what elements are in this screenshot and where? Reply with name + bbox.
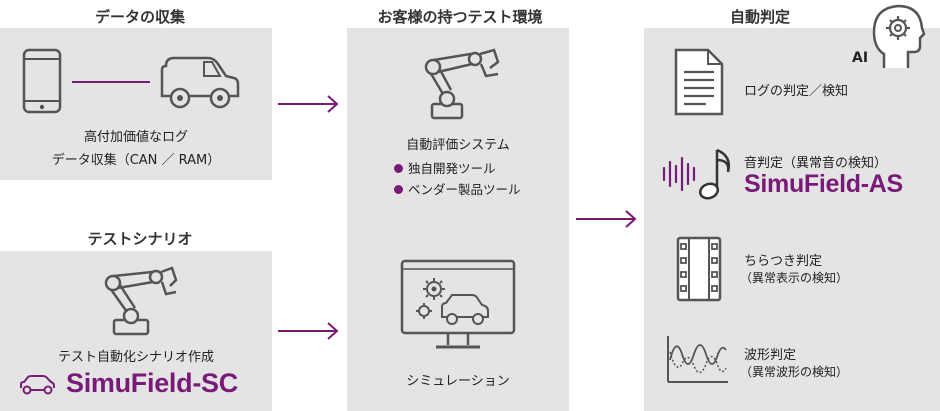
ai-label: AI (852, 50, 869, 66)
auto-judgment-title: 自動判定 (729, 8, 790, 26)
arrow-env-to-judgment (576, 210, 637, 228)
industrial-robot-icon (424, 48, 500, 120)
judgment-sound-label: 音判定（異常音の検知） (744, 156, 888, 171)
test-scenario-title: テストシナリオ (87, 230, 193, 248)
data-collection-title: データの収集 (94, 8, 185, 26)
judgment-flicker-label: ちらつき判定 (744, 254, 823, 269)
document-icon (674, 48, 724, 116)
bullet-in-house-tool: 独自開発ツール (394, 158, 496, 177)
customer-env-title: お客様の持つテスト環境 (377, 8, 543, 26)
bullet-text: ベンダー製品ツール (408, 182, 521, 197)
car-outline-icon (20, 375, 55, 395)
judgment-flicker-sub: （異常表示の検知） (740, 271, 849, 285)
sound-wave-icon (662, 156, 696, 192)
music-note-icon (698, 148, 731, 200)
judgment-waveform-sub: （異常波形の検知） (740, 365, 849, 379)
simufield-sc-suffix: -SC (192, 368, 238, 398)
test-scenario-text: テスト自動化シナリオ作成 (57, 350, 214, 365)
data-collection-text-2: データ収集（CAN ／ RAM） (51, 153, 221, 168)
bullet-dot (394, 185, 403, 194)
test-scenario-panel (0, 251, 272, 411)
monitor-simulation-icon (400, 259, 516, 349)
bullet-text: 独自開発ツール (408, 161, 496, 176)
arrow-scenario-to-env (278, 322, 339, 340)
judgment-waveform-label: 波形判定 (744, 348, 797, 363)
simufield-sc-logo: SimuField-SC (66, 368, 238, 399)
system-label: 自動評価システム (406, 138, 510, 153)
smartphone-icon (22, 48, 62, 114)
waveform-chart-icon (667, 336, 728, 383)
ai-head-icon (872, 4, 926, 68)
robot-arm-icon (104, 266, 178, 336)
simufield-as-logo: SimuField-AS (744, 170, 903, 199)
arrow-data-to-env (278, 95, 339, 113)
car-icon (160, 56, 240, 109)
simufield-as-suffix: -AS (860, 170, 903, 198)
simufield-sc-brand: SimuField (66, 368, 193, 398)
bullet-vendor-tool: ベンダー製品ツール (394, 179, 521, 198)
connection-line (72, 81, 150, 83)
data-collection-text-1: 高付加価値なログ (83, 130, 188, 145)
judgment-log-label: ログの判定／検知 (744, 84, 849, 99)
simufield-as-brand: SimuField (744, 170, 861, 198)
simulation-label: シミュレーション (406, 374, 510, 389)
bullet-dot (394, 164, 403, 173)
film-strip-icon (676, 236, 722, 302)
